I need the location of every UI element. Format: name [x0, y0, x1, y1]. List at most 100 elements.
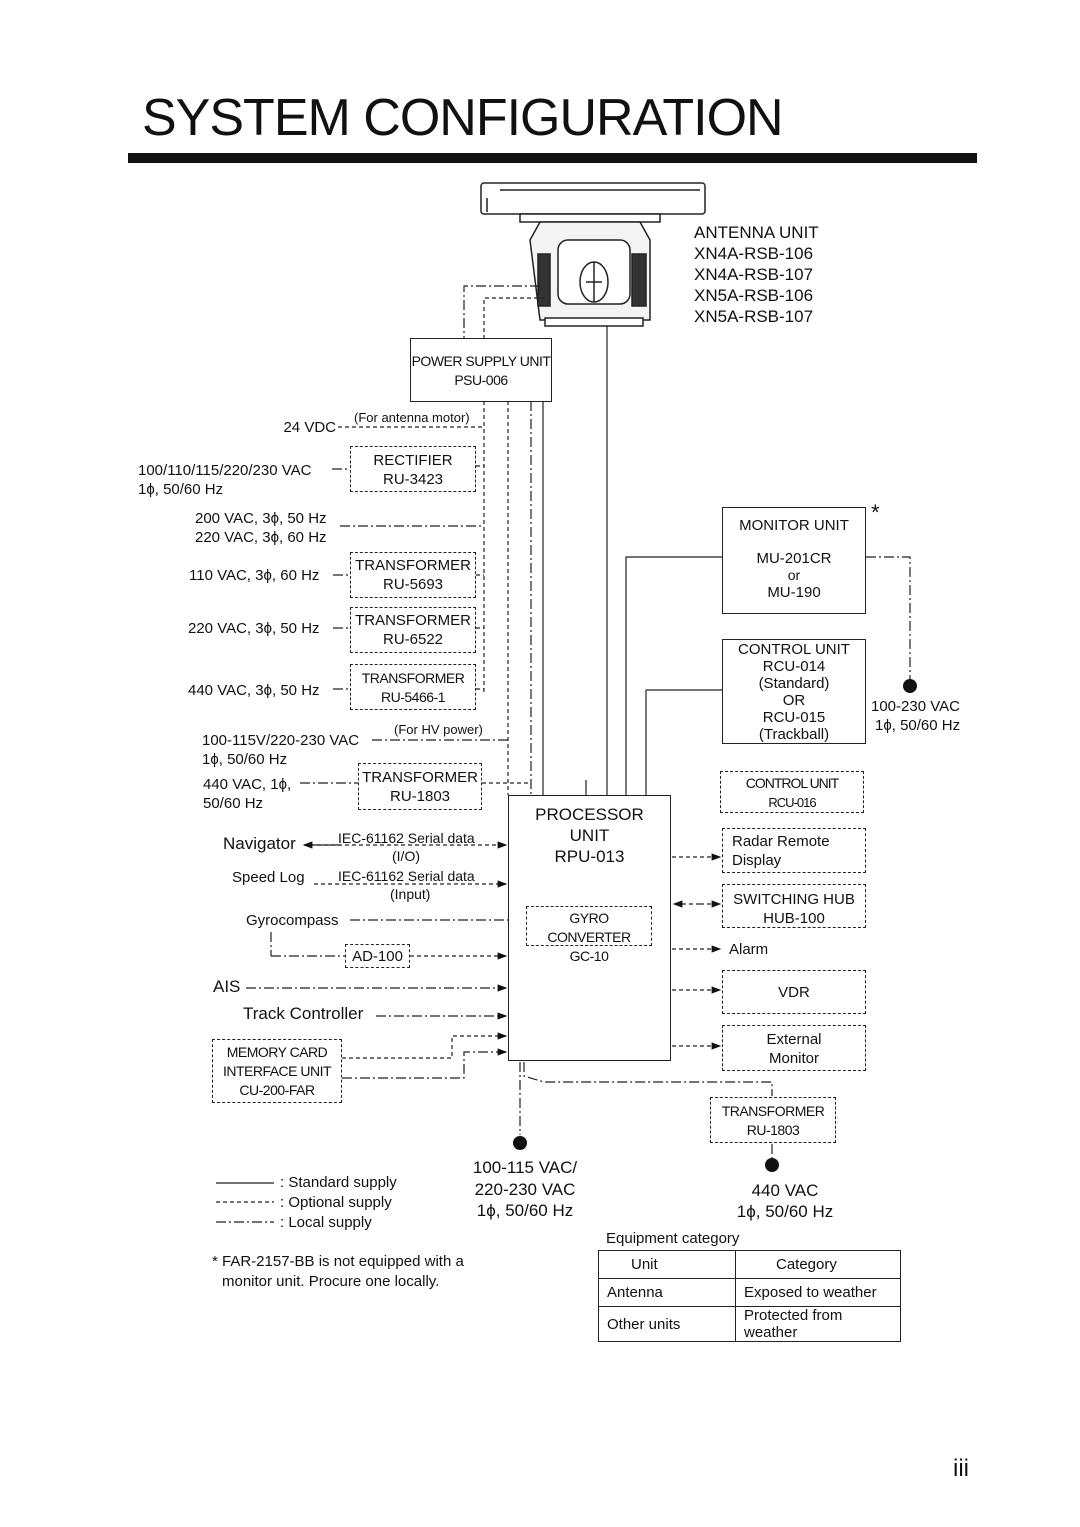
- processor-power-2: 220-230 VAC: [474, 1180, 576, 1199]
- transformer-1-input: 110 VAC, 3ϕ, 60 Hz: [189, 567, 320, 584]
- psu-name: POWER SUPPLY UNIT: [411, 353, 551, 369]
- page-title: SYSTEM CONFIGURATION: [142, 89, 784, 147]
- transformer-3-input: 440 VAC, 3ϕ, 50 Hz: [188, 682, 320, 699]
- transformer-ru5693: TRANSFORMER RU-5693: [350, 552, 476, 598]
- three-phase-1: 200 VAC, 3ϕ, 50 Hz: [195, 510, 327, 527]
- antenna-model: XN5A-RSB-107: [694, 307, 814, 326]
- legend-standard: : Standard supply: [280, 1174, 397, 1191]
- rectifier-input: 100/110/115/220/230 VAC: [138, 462, 312, 479]
- hv-note: (For HV power): [394, 722, 483, 737]
- vdc24-label: 24 VDC: [283, 419, 336, 436]
- transformer-model: RU-5466-1: [381, 689, 445, 705]
- gyro-converter-box: GYRO CONVERTER GC-10: [526, 906, 652, 964]
- psu-model: PSU-006: [454, 372, 508, 388]
- table-row: Other units Protected from weather: [598, 1306, 901, 1342]
- processor-name: PROCESSOR: [535, 805, 644, 824]
- gyrocompass-label: Gyrocompass: [246, 912, 339, 929]
- ad100-label: AD-100: [352, 948, 403, 965]
- monitor-name: MONITOR UNIT: [739, 517, 849, 534]
- monitor-or: or: [787, 567, 801, 583]
- speed-log-data-input: (Input): [390, 886, 431, 902]
- antenna-unit-label: ANTENNA UNIT: [694, 223, 819, 242]
- vdr-label: VDR: [778, 984, 810, 1001]
- memory-card-name-2: INTERFACE UNIT: [222, 1063, 332, 1079]
- legend-local: : Local supply: [280, 1214, 372, 1231]
- legend-optional: : Optional supply: [280, 1194, 392, 1211]
- control-unit-name: CONTROL UNIT: [738, 641, 850, 658]
- transformer-name: TRANSFORMER: [355, 612, 471, 629]
- hv-input-phase: 1ϕ, 50/60 Hz: [202, 751, 288, 768]
- title-rule: [128, 153, 977, 163]
- transformer-name: TRANSFORMER: [721, 1103, 825, 1119]
- transformer-2-input: 220 VAC, 3ϕ, 50 Hz: [188, 620, 320, 637]
- transformer-name: TRANSFORMER: [355, 557, 471, 574]
- page-number: iii: [953, 1455, 969, 1482]
- monitor-model-2: MU-190: [767, 584, 821, 601]
- power-plug-monitor: [903, 679, 917, 693]
- transformer-name: TRANSFORMER: [362, 769, 478, 786]
- monitor-unit: MONITOR UNIT MU-201CR or MU-190: [722, 507, 866, 614]
- radar-remote-display: Radar Remote Display: [722, 828, 866, 873]
- control-unit-model-2: RCU-015: [762, 709, 826, 726]
- external-monitor: External Monitor: [722, 1025, 866, 1071]
- processor-power: 100-115 VAC/: [472, 1158, 578, 1177]
- navigator-data-io: (I/O): [392, 848, 420, 864]
- transformer-power-phase: 1ϕ, 50/60 Hz: [736, 1202, 834, 1221]
- power-plug-processor: [513, 1136, 527, 1150]
- transformer-4-input-freq: 50/60 Hz: [203, 795, 264, 812]
- external-monitor-label-2: Monitor: [768, 1050, 820, 1067]
- equipment-category-table: Unit Category Antenna Exposed to weather…: [598, 1250, 901, 1342]
- alarm-label: Alarm: [729, 941, 769, 958]
- footnote-asterisk: *: [871, 500, 880, 525]
- control-unit-rcu014: CONTROL UNIT RCU-014 (Standard) OR RCU-0…: [722, 639, 866, 744]
- control-unit-2-name: CONTROL UNIT: [745, 775, 839, 791]
- power-supply-unit: POWER SUPPLY UNIT PSU-006: [410, 338, 552, 402]
- navigator-label: Navigator: [223, 834, 296, 853]
- control-unit-2-model: RCU-016: [768, 795, 816, 810]
- processor-power-phase: 1ϕ, 50/60 Hz: [476, 1201, 574, 1220]
- transformer-model: RU-5693: [382, 576, 444, 593]
- footnote-line-2: monitor unit. Procure one locally.: [222, 1273, 440, 1290]
- control-unit-model: RCU-014: [762, 658, 826, 675]
- ais-label: AIS: [213, 977, 241, 996]
- control-unit-rcu016: CONTROL UNIT RCU-016: [720, 771, 864, 813]
- transformer-power: 440 VAC: [751, 1181, 819, 1200]
- equipment-category-caption: Equipment category: [606, 1230, 740, 1247]
- control-unit-standard: (Standard): [758, 675, 830, 692]
- table-header-row: Unit Category: [598, 1250, 901, 1279]
- rectifier-box: RECTIFIER RU-3423: [350, 446, 476, 492]
- gyro-converter-name: GYRO CONVERTER: [547, 910, 631, 945]
- table-cell: Protected from weather: [735, 1306, 901, 1342]
- antenna-unit-drawing: [480, 182, 706, 327]
- control-unit-trackball: (Trackball): [758, 726, 830, 743]
- navigator-data: IEC-61162 Serial data: [338, 830, 475, 846]
- table-header: Category: [735, 1250, 901, 1279]
- transformer-ru5466: TRANSFORMER RU-5466-1: [350, 664, 476, 710]
- gyro-converter-model: GC-10: [569, 948, 609, 964]
- table-cell: Other units: [598, 1306, 736, 1342]
- processor-name-2: UNIT: [569, 826, 610, 845]
- antenna-model: XN4A-RSB-106: [694, 244, 814, 263]
- external-monitor-label: External: [766, 1031, 822, 1048]
- radar-remote-label-2: Display: [732, 852, 782, 869]
- memory-card-interface-unit: MEMORY CARD INTERFACE UNIT CU-200-FAR: [212, 1039, 342, 1103]
- ad100-box: AD-100: [345, 944, 410, 968]
- footnote-line-1: * FAR-2157-BB is not equipped with a: [212, 1253, 464, 1270]
- processor-model: RPU-013: [554, 847, 625, 866]
- antenna-model: XN4A-RSB-107: [694, 265, 814, 284]
- table-cell: Antenna: [598, 1278, 736, 1307]
- speed-log-data: IEC-61162 Serial data: [338, 868, 475, 884]
- transformer-ru6522: TRANSFORMER RU-6522: [350, 607, 476, 653]
- rectifier-model: RU-3423: [382, 471, 444, 488]
- rectifier-input-phase: 1ϕ, 50/60 Hz: [138, 481, 224, 498]
- transformer-model: RU-1803: [746, 1122, 800, 1138]
- power-plug-transformer: [765, 1158, 779, 1172]
- switching-hub: SWITCHING HUB HUB-100: [722, 884, 866, 928]
- transformer-4-input: 440 VAC, 1ϕ,: [203, 776, 292, 793]
- transformer-ru1803-right: TRANSFORMER RU-1803: [710, 1097, 836, 1143]
- table-row: Antenna Exposed to weather: [598, 1278, 901, 1307]
- radar-remote-label: Radar Remote: [732, 833, 830, 850]
- transformer-name: TRANSFORMER: [361, 670, 465, 686]
- hv-input: 100-115V/220-230 VAC: [202, 732, 360, 749]
